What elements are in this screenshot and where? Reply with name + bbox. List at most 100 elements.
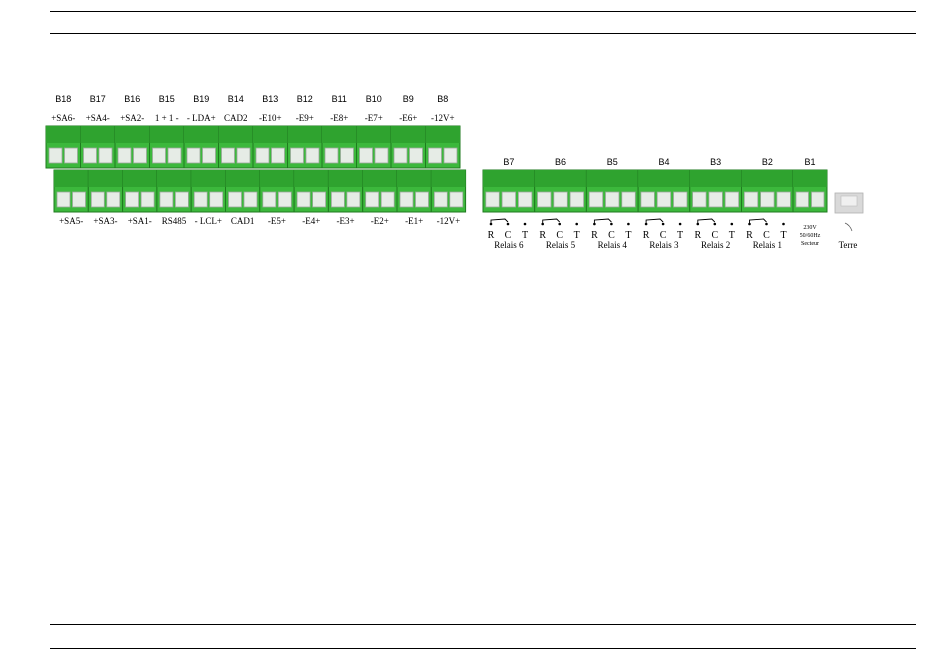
relay-pin-label: T bbox=[677, 230, 683, 241]
relay-pin-label: C bbox=[505, 230, 512, 241]
terminal-block-top-face bbox=[225, 170, 260, 187]
terminal-label: -E8+ bbox=[330, 113, 348, 123]
top-connector-b8: B8-12V+ bbox=[425, 94, 461, 169]
bottom-terminal-row: +SA5-+SA3-+SA1-RS485- LCL+CAD1-E5+-E4+-E… bbox=[53, 169, 467, 226]
screw-slot bbox=[569, 191, 584, 208]
screw-slot bbox=[399, 191, 414, 208]
relay-pin-label: C bbox=[711, 230, 718, 241]
relay-contact-dot bbox=[558, 222, 561, 226]
screw-slot bbox=[133, 147, 147, 164]
screw-slot bbox=[174, 191, 189, 208]
terminal-label: - LCL+ bbox=[195, 216, 222, 226]
connector-id-label: B3 bbox=[710, 157, 721, 167]
screw-slot bbox=[56, 191, 71, 208]
relay-contact-dot bbox=[661, 222, 665, 226]
connector-id-label: B19 bbox=[193, 94, 209, 104]
screw-slot bbox=[374, 147, 389, 164]
bottom-connector-5: - LCL+ bbox=[190, 169, 226, 226]
screw-slot bbox=[443, 147, 458, 164]
screw-slot bbox=[159, 191, 174, 208]
earth-label: Terre bbox=[839, 240, 858, 250]
screw-slot bbox=[152, 147, 166, 164]
screw-slot bbox=[708, 191, 723, 208]
relay-contact-symbol bbox=[645, 218, 664, 224]
screw-slot bbox=[277, 191, 292, 208]
screw-slot bbox=[760, 191, 775, 208]
relay-contact-symbol bbox=[490, 218, 509, 224]
relay-pin-label: T bbox=[625, 230, 631, 241]
relay-pin-label: T bbox=[574, 230, 580, 241]
terminal-block-top-face bbox=[88, 170, 123, 187]
top-connector-b17: B17+SA4- bbox=[80, 94, 116, 169]
screw-slot bbox=[537, 191, 552, 208]
relay-pin-label: C bbox=[660, 230, 667, 241]
terminal-label: -E5+ bbox=[268, 216, 286, 226]
screw-slot bbox=[393, 147, 408, 164]
terminal-label: +SA4- bbox=[86, 113, 110, 123]
terminal-block-top-face bbox=[80, 126, 115, 143]
top-connector-b16: B16 +SA2- bbox=[114, 94, 150, 169]
screw-slot bbox=[415, 191, 429, 208]
terminal-block-top-face bbox=[356, 126, 391, 143]
connector-id-label: B2 bbox=[762, 157, 773, 167]
relay-label: Relais 1 bbox=[753, 240, 782, 250]
screw-slot bbox=[106, 191, 121, 208]
screw-slot bbox=[811, 191, 825, 208]
screw-slot bbox=[186, 147, 201, 164]
screw-slot bbox=[296, 191, 311, 208]
relay-contact-dot bbox=[506, 222, 510, 226]
relay-pin-label: T bbox=[729, 230, 735, 241]
screw-slot bbox=[221, 147, 235, 164]
screw-slot bbox=[262, 191, 277, 208]
relay-contact-dot bbox=[523, 222, 527, 226]
screw-slot bbox=[140, 191, 155, 208]
top-connector-b11: B11 -E8+ bbox=[321, 94, 357, 169]
terminal-label: +SA6- bbox=[51, 113, 75, 123]
connector-id-label: B14 bbox=[228, 94, 244, 104]
connector-id-label: B6 bbox=[555, 157, 566, 167]
screw-slot bbox=[359, 147, 373, 164]
screw-slot bbox=[305, 147, 320, 164]
top-connector-b18: B18+SA6- bbox=[45, 94, 81, 169]
terminal-label: +SA2- bbox=[120, 113, 144, 123]
terminal-block-top-face bbox=[184, 126, 219, 143]
terminal-label: -E9+ bbox=[296, 113, 314, 123]
relay-contact-dot bbox=[575, 222, 578, 226]
bottom-connector-6: CAD1 bbox=[225, 169, 261, 226]
terminal-block-top-face bbox=[689, 170, 742, 187]
bottom-connector-3: +SA1- bbox=[122, 169, 158, 226]
relay-contact-dot bbox=[713, 222, 717, 226]
relay-pin-label: T bbox=[780, 230, 786, 241]
relay-contact-symbol bbox=[697, 218, 716, 224]
connector-id-label: B11 bbox=[332, 94, 347, 104]
connector-id-label: B15 bbox=[159, 94, 175, 104]
screw-slot bbox=[380, 191, 395, 208]
connector-id-label: B8 bbox=[437, 94, 448, 104]
terminal-block-top-face bbox=[322, 126, 357, 143]
terminal-block-top-face bbox=[218, 126, 253, 143]
bottom-connector-7: -E5+ bbox=[259, 169, 295, 226]
terminal-block-top-face bbox=[391, 126, 426, 143]
footer-rule-bottom bbox=[50, 648, 916, 649]
footer-rule-top bbox=[50, 624, 916, 625]
terminal-label: -E3+ bbox=[337, 216, 355, 226]
bottom-connector-1: +SA5- bbox=[53, 169, 89, 226]
terminal-block-top-face bbox=[431, 170, 466, 187]
connector-id-label: B16 bbox=[124, 94, 140, 104]
relay-pin-label: R bbox=[643, 230, 650, 241]
connector-id-label: B9 bbox=[403, 94, 414, 104]
connector-id-label: B13 bbox=[262, 94, 278, 104]
terminal-label: +SA5- bbox=[59, 216, 83, 226]
connector-id-label: B1 bbox=[804, 157, 815, 167]
bottom-connector-2: +SA3- bbox=[87, 169, 124, 226]
terminal-block-top-face bbox=[122, 170, 157, 187]
terminal-label: -E4+ bbox=[302, 216, 320, 226]
relay-contact-dot bbox=[782, 222, 785, 226]
